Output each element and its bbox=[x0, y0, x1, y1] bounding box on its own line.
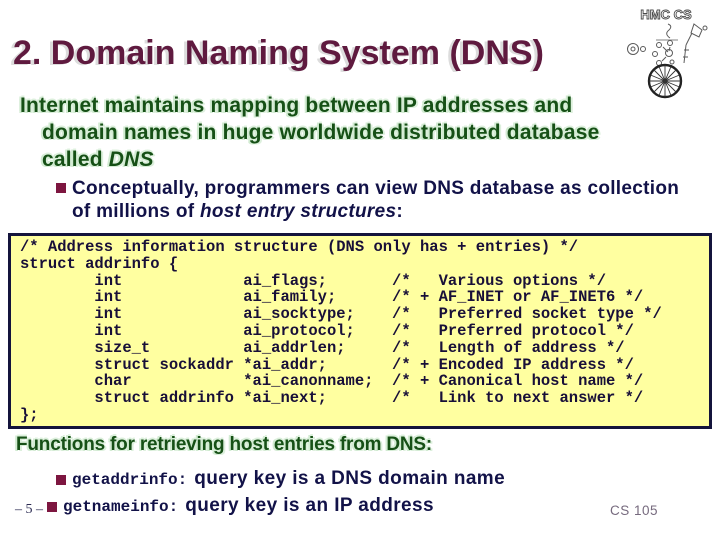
func-name: getaddrinfo: bbox=[72, 471, 188, 489]
func-desc: query key is a DNS domain name bbox=[194, 468, 506, 489]
code-line: struct sockaddr *ai_addr; /* + Encoded I… bbox=[20, 355, 634, 374]
intro-line-1: Internet maintains mapping between IP ad… bbox=[20, 94, 573, 117]
code-block: /* Address information structure (DNS on… bbox=[8, 233, 712, 429]
logo-text: HMC CS bbox=[640, 7, 692, 22]
unicycle-sketch-icon: HMC CS bbox=[627, 7, 708, 99]
function-bullet-getaddrinfo: getaddrinfo: query key is a DNS domain na… bbox=[72, 468, 505, 490]
code-line: size_t ai_addrlen; /* Length of address … bbox=[20, 338, 625, 357]
code-line: int ai_socktype; /* Preferred socket typ… bbox=[20, 305, 662, 324]
func-desc: query key is an IP address bbox=[185, 495, 434, 516]
code-line: int ai_flags; /* Various options */ bbox=[20, 271, 606, 290]
page-title: 2. Domain Naming System (DNS) bbox=[13, 34, 544, 72]
code-line: int ai_protocol; /* Preferred protocol *… bbox=[20, 321, 634, 340]
bullet-square-icon bbox=[56, 475, 66, 485]
concept-line-1: Conceptually, programmers can view DNS d… bbox=[72, 178, 680, 199]
host-entry-italic: host entry structures bbox=[200, 201, 397, 222]
intro-paragraph: Internet maintains mapping between IP ad… bbox=[20, 92, 599, 173]
hmc-cs-logo: HMC CS bbox=[622, 2, 712, 100]
intro-line-3: called DNS bbox=[42, 148, 154, 171]
concept-bullet: Conceptually, programmers can view DNS d… bbox=[72, 177, 679, 223]
footer-course-label: CS 105 bbox=[609, 503, 658, 518]
functions-heading: Functions for retrieving host entries fr… bbox=[16, 434, 433, 455]
code-line: struct addrinfo { bbox=[20, 254, 179, 273]
dns-italic: DNS bbox=[108, 148, 154, 171]
code-line: /* Address information structure (DNS on… bbox=[20, 238, 579, 256]
bullet-square-icon bbox=[47, 502, 57, 512]
code-line: int ai_family; /* + AF_INET or AF_INET6 … bbox=[20, 288, 644, 307]
bullet-square-icon bbox=[56, 183, 66, 193]
func-name: getnameinfo: bbox=[63, 498, 179, 516]
function-bullet-getnameinfo: getnameinfo: query key is an IP address bbox=[63, 495, 434, 517]
code-line: struct addrinfo *ai_next; /* Link to nex… bbox=[20, 389, 644, 408]
code-line: char *ai_canonname; /* + Canonical host … bbox=[20, 372, 644, 391]
intro-line-2: domain names in huge worldwide distribut… bbox=[42, 121, 600, 144]
concept-line-2: of millions of host entry structures: bbox=[72, 201, 403, 222]
footer-page-number: – 5 – bbox=[15, 502, 43, 517]
code-line: }; bbox=[20, 405, 39, 424]
